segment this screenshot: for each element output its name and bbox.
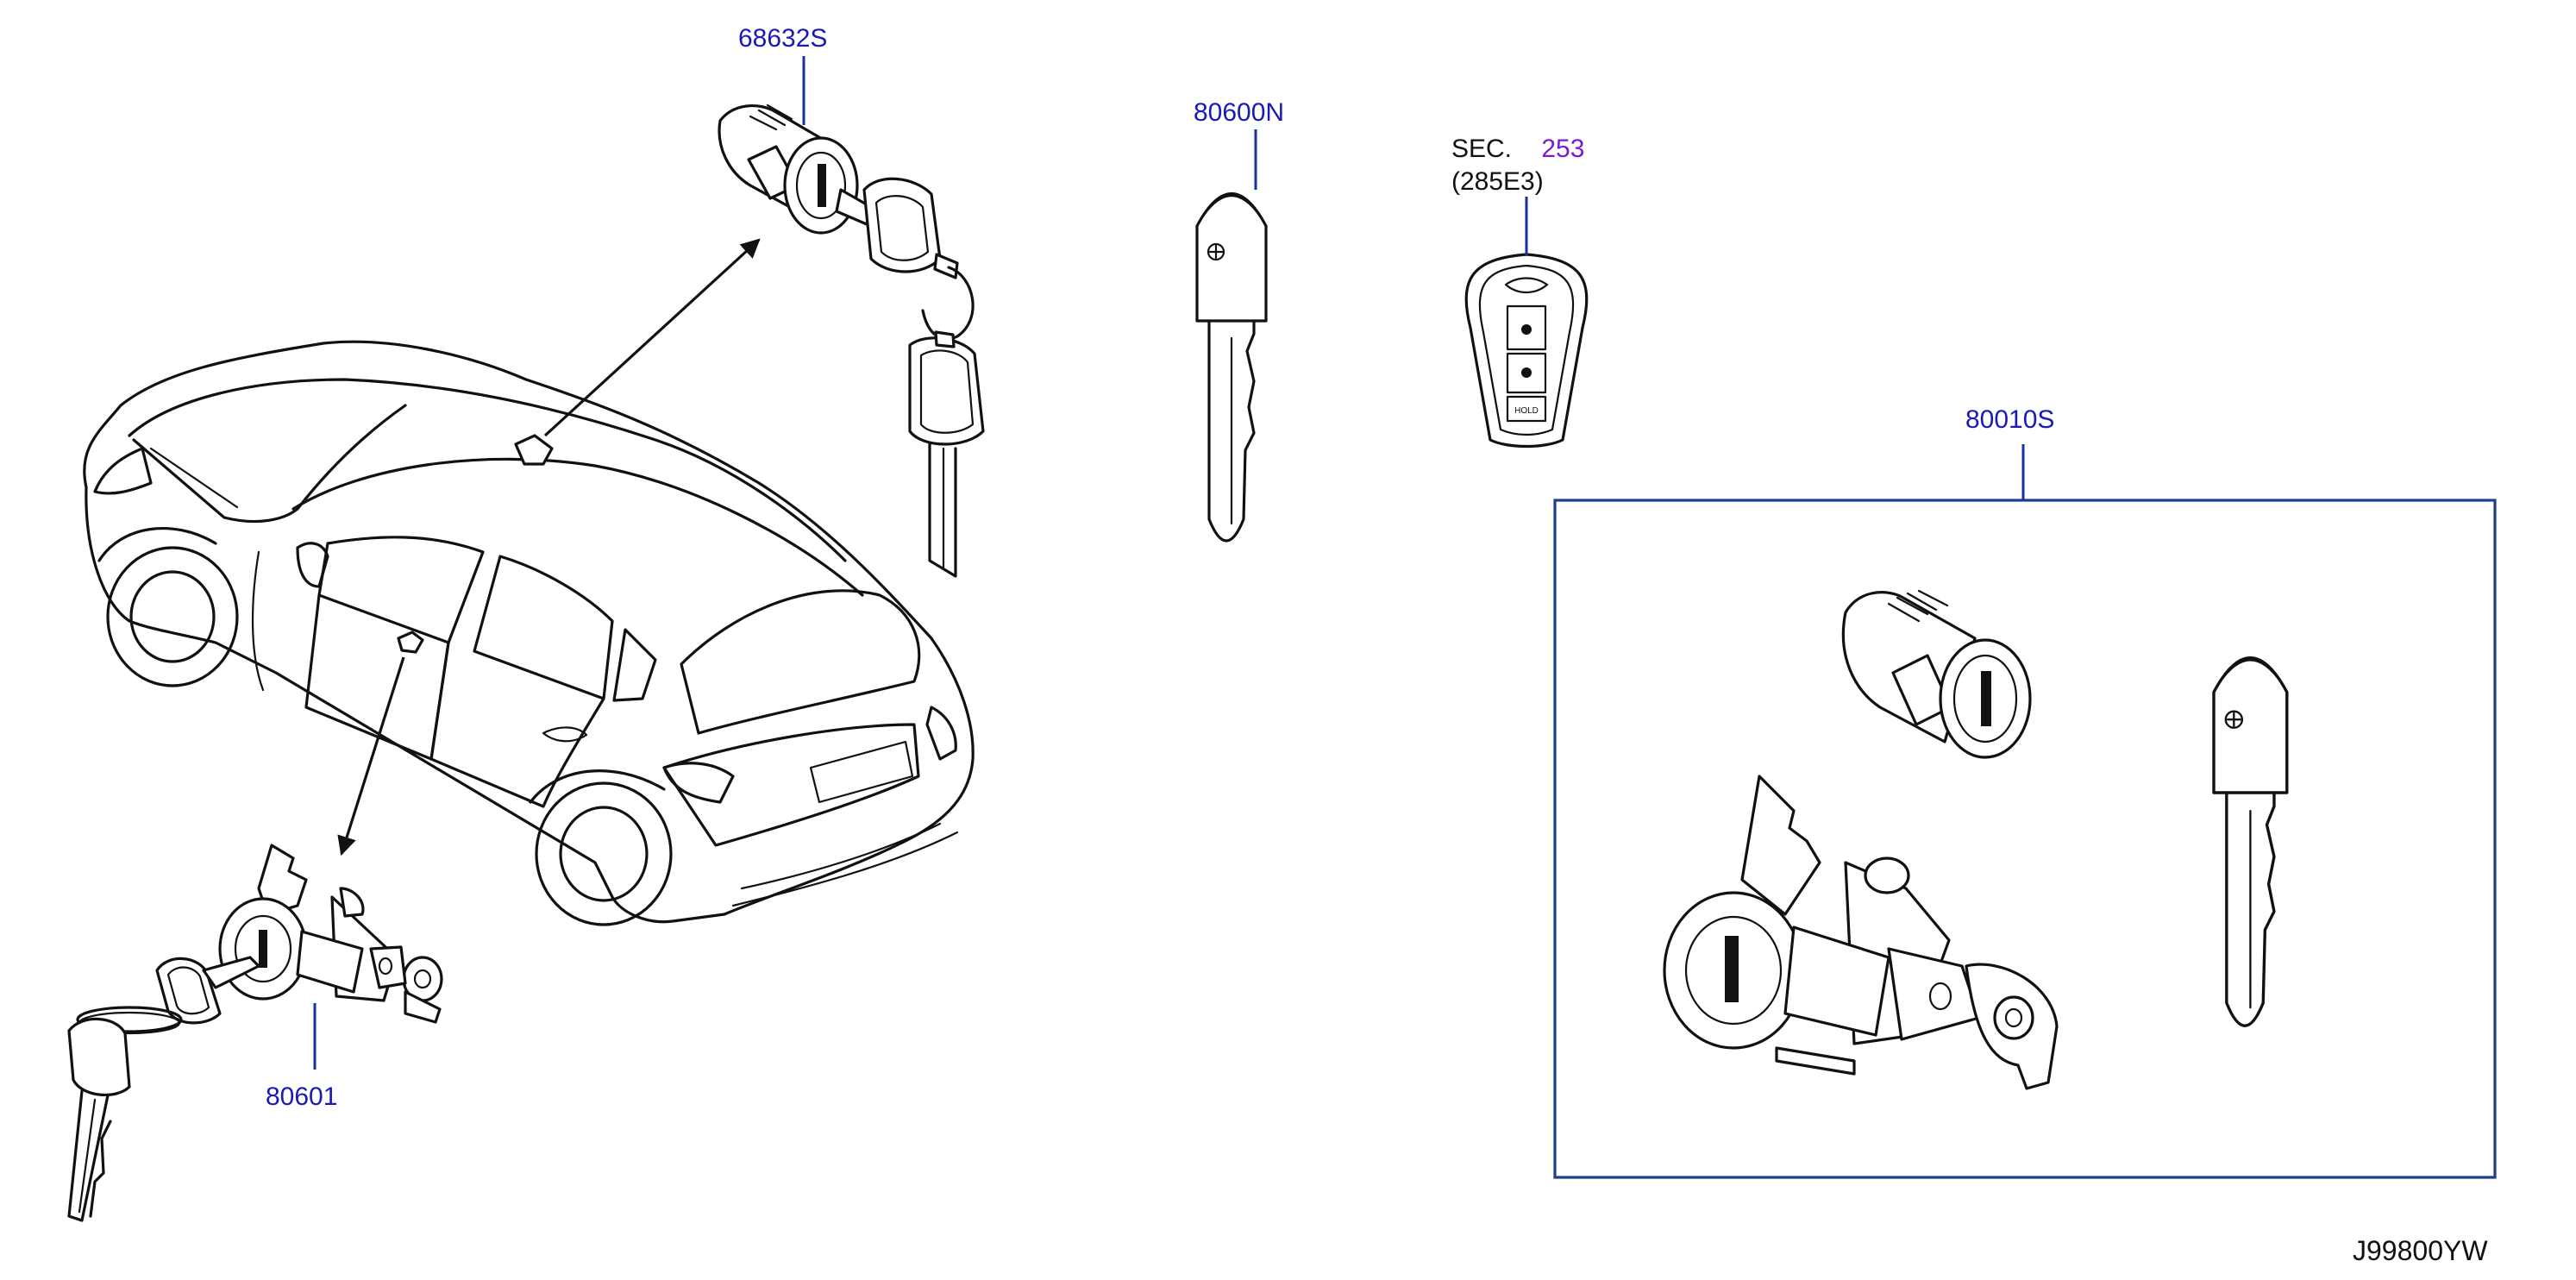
set-cylinder-drawing	[1841, 589, 2032, 759]
lock-set-frame	[1553, 499, 2497, 1179]
callout-sec-253: SEC. 253	[1451, 135, 1584, 164]
trunk-lock-cylinder-drawing	[718, 104, 985, 578]
set-mechanical-key-drawing	[2212, 656, 2289, 1027]
arrow-trunk-lock	[543, 238, 761, 437]
vehicle-illustration	[83, 340, 975, 926]
callout-68632S: 68632S	[738, 24, 828, 53]
callout-80010S: 80010S	[1965, 405, 2055, 434]
intelligent-key-fob-drawing: HOLD	[1464, 253, 1589, 449]
callout-80601: 80601	[266, 1082, 338, 1111]
mechanical-key-drawing	[1195, 191, 1268, 543]
door-lock-cylinder-drawing	[67, 844, 443, 1222]
sec-number: 253	[1541, 135, 1585, 163]
sec-prefix: SEC.	[1451, 135, 1513, 163]
callout-285E3: (285E3)	[1451, 167, 1544, 196]
diagram-code: J99800YW	[2353, 1235, 2488, 1266]
callout-80600N: 80600N	[1194, 98, 1285, 127]
arrow-door-lock	[337, 656, 405, 856]
set-door-lock-drawing	[1663, 775, 2059, 1090]
fob-hold-text: HOLD	[1514, 406, 1539, 416]
